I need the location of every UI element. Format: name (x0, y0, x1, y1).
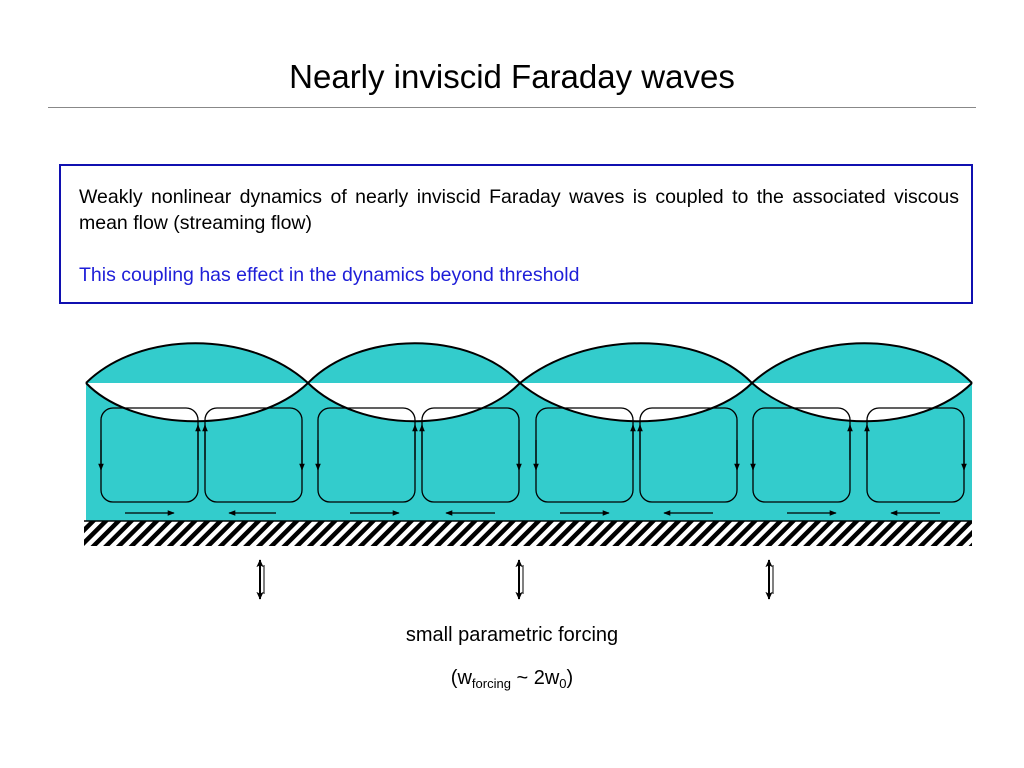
forcing-arrow-3 (765, 559, 774, 600)
wave-troughs (86, 383, 972, 422)
surface-down-line (85, 381, 973, 423)
relation-open: (w (450, 667, 472, 689)
summary-box: Weakly nonlinear dynamics of nearly invi… (59, 164, 973, 304)
frequency-relation: (wforcing ~ 2w0) (0, 667, 1024, 691)
forcing-arrow-1 (256, 559, 265, 600)
summary-paragraph: Weakly nonlinear dynamics of nearly invi… (79, 186, 959, 234)
title-divider (48, 107, 976, 108)
relation-mid: ~ 2w (510, 667, 560, 689)
cell-up-arrows (195, 424, 870, 460)
cell-down-arrows (98, 440, 967, 471)
slide-title: Nearly inviscid Faraday waves (289, 58, 735, 95)
zero-subscript: 0 (559, 676, 567, 691)
forcing-caption: small parametric forcing (405, 624, 619, 646)
forcing-arrow-2 (515, 559, 524, 600)
coupling-note: This coupling has effect in the dynamics… (79, 264, 580, 286)
hatched-bottom-wall (84, 521, 972, 546)
forcing-subscript: forcing (471, 676, 511, 691)
relation-close: ) (566, 667, 574, 689)
